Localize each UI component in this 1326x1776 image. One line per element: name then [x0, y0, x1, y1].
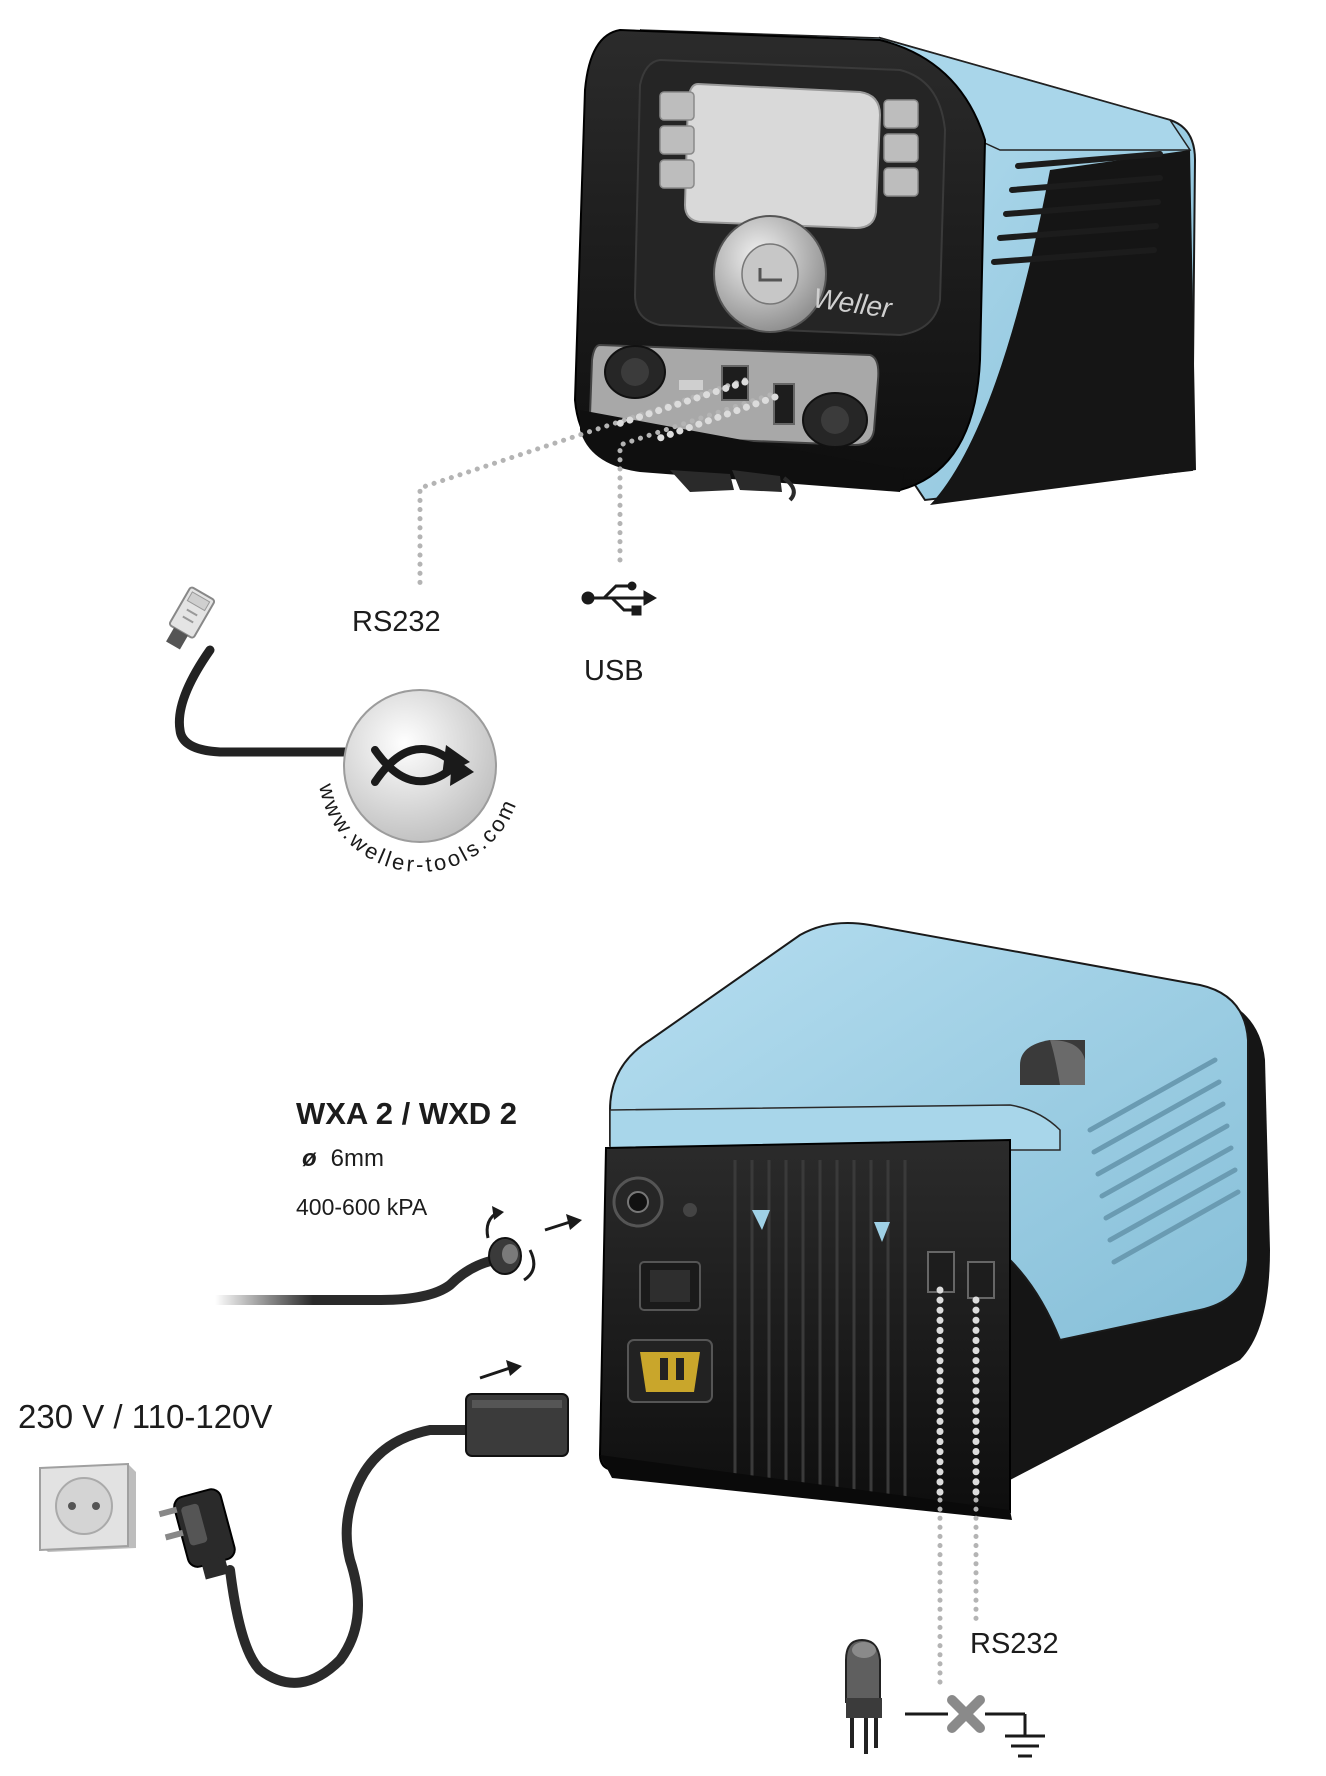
station-rear: [598, 922, 1270, 1520]
display-screen: [683, 82, 882, 230]
ground-icon: [1005, 1714, 1045, 1758]
mains-inlet-connector: [640, 1352, 700, 1392]
equipotential-clip-icon: [845, 1638, 882, 1754]
hose-diameter-value: 6mm: [330, 1145, 385, 1172]
device-connector-plug: [465, 1393, 569, 1457]
diameter-symbol: ø: [302, 1145, 317, 1172]
voltage-label: 230 V / 110-120V: [18, 1398, 273, 1435]
model-label: WXA 2 / WXD 2: [296, 1096, 518, 1131]
usb-label: USB: [584, 655, 644, 687]
display-buttons: [659, 91, 919, 197]
mains-cable: [225, 1360, 569, 1688]
pressure-label: 400-600 kPA: [296, 1194, 428, 1220]
rs232-label-bottom: RS232: [970, 1628, 1059, 1660]
station-front: [573, 28, 1197, 505]
air-hose: [210, 1206, 582, 1305]
bead-chain-top: [608, 378, 779, 442]
side-vents: [991, 151, 1163, 265]
rs232-cable: [166, 586, 350, 757]
dotted-lines-bottom: [937, 1497, 979, 1693]
rj-plug-icon: [166, 586, 216, 650]
ground-wire: [905, 1695, 1025, 1733]
mains-plug-icon: [158, 1488, 236, 1580]
exchange-arrows-icon: [343, 689, 497, 843]
wall-socket-icon: [39, 1462, 136, 1552]
rs232-label-top: RS232: [352, 606, 441, 638]
bead-chain-bottom: [936, 1286, 980, 1499]
heatsink-fins: [733, 1160, 907, 1500]
dotted-lines-top: [417, 377, 773, 593]
hose-diameter-label: ø 6mm: [302, 1145, 384, 1173]
usb-icon: [581, 581, 657, 616]
rear-side-vents: [1087, 1057, 1241, 1265]
